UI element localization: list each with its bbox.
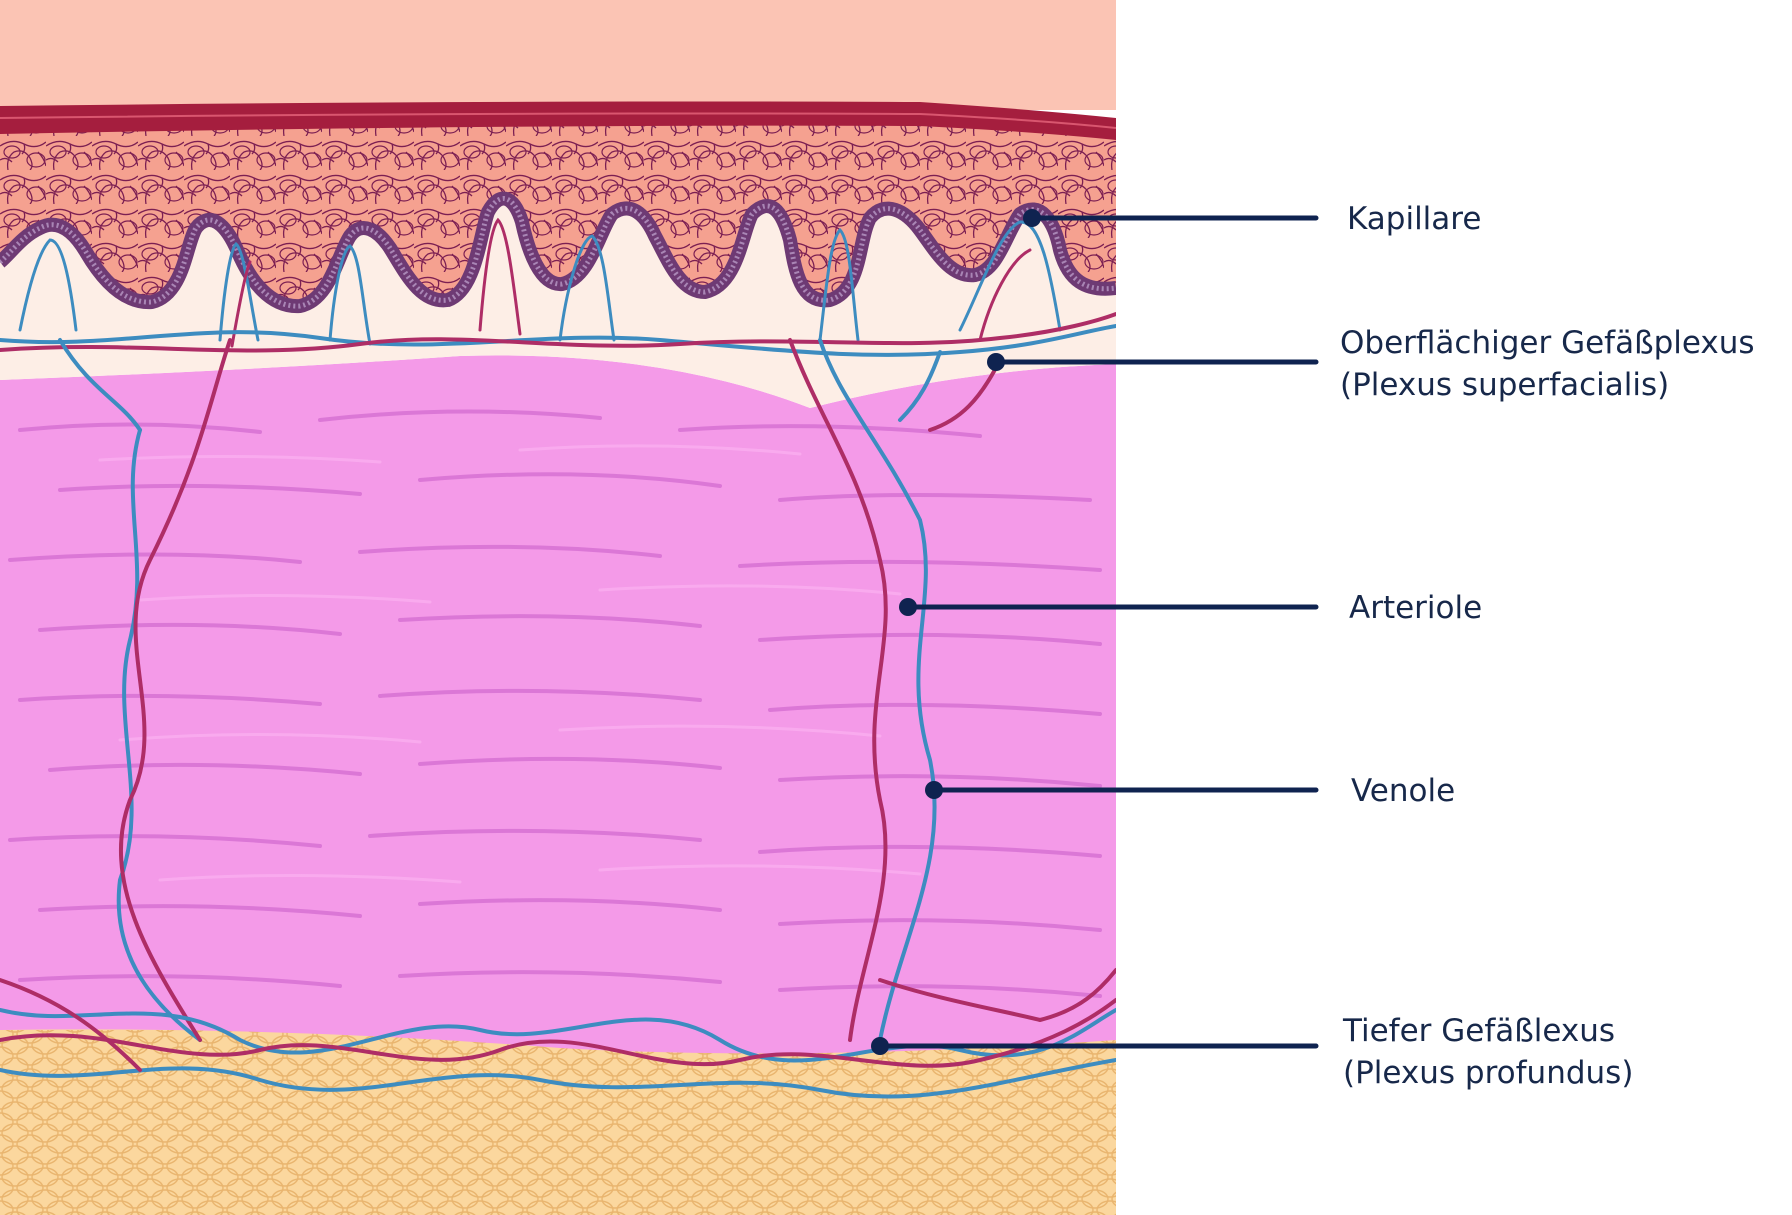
annotation-leaders bbox=[877, 215, 1319, 1049]
epidermis-cell-texture bbox=[0, 122, 1116, 307]
hypodermis-cell-texture bbox=[0, 1030, 1116, 1215]
basal-membrane-highlight bbox=[0, 196, 1116, 309]
dermis-layer bbox=[0, 355, 1116, 1054]
label-deep-plexus-line1: Tiefer Gefäßlexus bbox=[1342, 1013, 1615, 1049]
arteriole-dot-icon bbox=[899, 598, 917, 616]
plexus-dot-icon bbox=[987, 353, 1005, 371]
label-superficial-plexus-line1: Oberflächiger Gefäßplexus bbox=[1340, 325, 1755, 361]
stratum-corneum bbox=[0, 101, 1116, 140]
superficial-plexus bbox=[0, 312, 1116, 432]
label-deep-plexus-line2: (Plexus profundus) bbox=[1343, 1055, 1633, 1091]
deep-plexus-dot-icon bbox=[871, 1037, 889, 1055]
label-venole: Venole bbox=[1351, 773, 1455, 809]
label-kapillare: Kapillare bbox=[1347, 201, 1481, 237]
annotation-dots bbox=[871, 209, 1041, 1055]
tissue-layers bbox=[0, 0, 1116, 1215]
deep-plexus bbox=[0, 968, 1116, 1099]
label-superficial-plexus-line2: (Plexus superfacialis) bbox=[1340, 367, 1669, 403]
stratum-corneum-lines bbox=[0, 112, 1116, 129]
dermis-fibers bbox=[8, 409, 1102, 998]
label-arteriole: Arteriole bbox=[1349, 590, 1482, 626]
venole-dot-icon bbox=[925, 781, 943, 799]
skin-surface-band bbox=[0, 0, 1116, 110]
annotation-labels: Kapillare Oberflächiger Gefäßplexus (Ple… bbox=[1340, 201, 1755, 1091]
vertical-vessels bbox=[116, 338, 1002, 1042]
capillary-dot-icon bbox=[1023, 209, 1041, 227]
